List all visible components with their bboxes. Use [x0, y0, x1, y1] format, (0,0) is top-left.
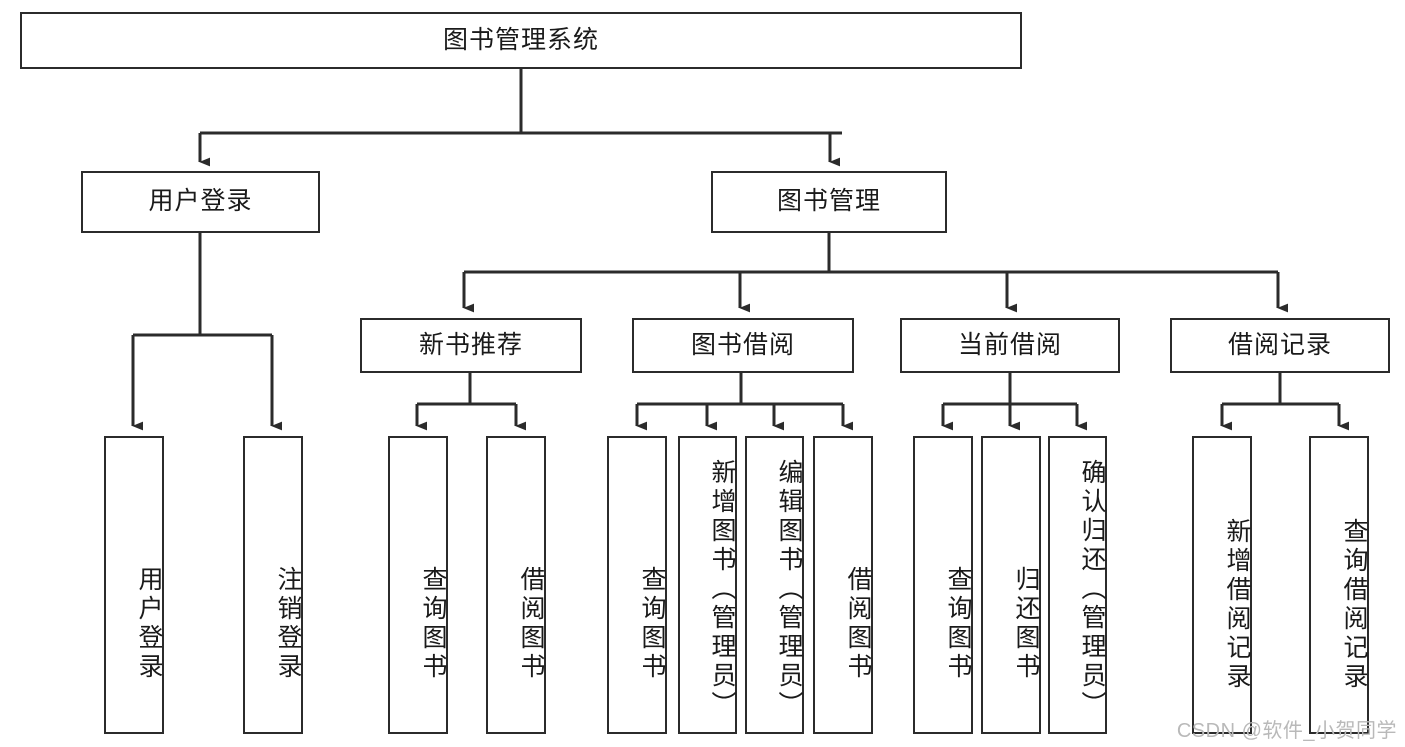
node-root-system[interactable]: 图书管理系统 — [20, 12, 1022, 69]
node-label: 借阅图书 — [844, 566, 872, 682]
node-label: 图书借阅 — [690, 330, 795, 359]
node-label: 注销登录 — [274, 566, 302, 682]
node-label: 借阅图书 — [517, 566, 545, 682]
node-new-book-recommend[interactable]: 新书推荐 — [360, 318, 582, 373]
node-leaf-borrow-edit-book-admin[interactable]: 编辑图书（管理员） — [745, 436, 804, 734]
node-book-management[interactable]: 图书管理 — [711, 171, 947, 233]
node-label: 编辑图书（管理员） — [775, 458, 803, 720]
node-leaf-user-login-logout[interactable]: 注销登录 — [243, 436, 303, 734]
node-leaf-user-login-login[interactable]: 用户登录 — [104, 436, 164, 734]
node-leaf-record-add-record[interactable]: 新增借阅记录 — [1192, 436, 1252, 734]
node-label: 归还图书 — [1012, 566, 1040, 682]
node-leaf-current-query-book[interactable]: 查询图书 — [913, 436, 973, 734]
node-label: 用户登录 — [135, 566, 163, 682]
node-leaf-borrow-add-book-admin[interactable]: 新增图书（管理员） — [678, 436, 737, 734]
node-user-login[interactable]: 用户登录 — [81, 171, 320, 233]
node-label: 查询图书 — [638, 566, 666, 682]
node-label: 图书管理系统 — [442, 25, 599, 54]
node-label: 新增借阅记录 — [1223, 518, 1251, 692]
node-leaf-recommend-borrow-book[interactable]: 借阅图书 — [486, 436, 546, 734]
node-current-borrow[interactable]: 当前借阅 — [900, 318, 1120, 373]
node-leaf-recommend-query-book[interactable]: 查询图书 — [388, 436, 448, 734]
node-leaf-current-return-book[interactable]: 归还图书 — [981, 436, 1041, 734]
node-label: 图书管理 — [776, 187, 881, 216]
node-book-borrow[interactable]: 图书借阅 — [632, 318, 854, 373]
node-label: 用户登录 — [148, 187, 253, 216]
node-label: 新书推荐 — [418, 330, 523, 359]
node-label: 确认归还（管理员） — [1078, 458, 1106, 720]
csdn-watermark: CSDN @软件_小贺同学 — [1176, 720, 1397, 742]
node-leaf-borrow-borrow-book[interactable]: 借阅图书 — [813, 436, 873, 734]
node-label: 查询借阅记录 — [1340, 518, 1368, 692]
node-label: 当前借阅 — [957, 330, 1062, 359]
node-label: 查询图书 — [944, 566, 972, 682]
node-borrow-record[interactable]: 借阅记录 — [1170, 318, 1390, 373]
node-leaf-record-query-record[interactable]: 查询借阅记录 — [1309, 436, 1369, 734]
node-leaf-borrow-query-book[interactable]: 查询图书 — [607, 436, 667, 734]
node-label: 借阅记录 — [1227, 330, 1332, 359]
node-label: 新增图书（管理员） — [708, 458, 736, 720]
node-leaf-current-confirm-return-admin[interactable]: 确认归还（管理员） — [1048, 436, 1107, 734]
node-label: 查询图书 — [419, 566, 447, 682]
